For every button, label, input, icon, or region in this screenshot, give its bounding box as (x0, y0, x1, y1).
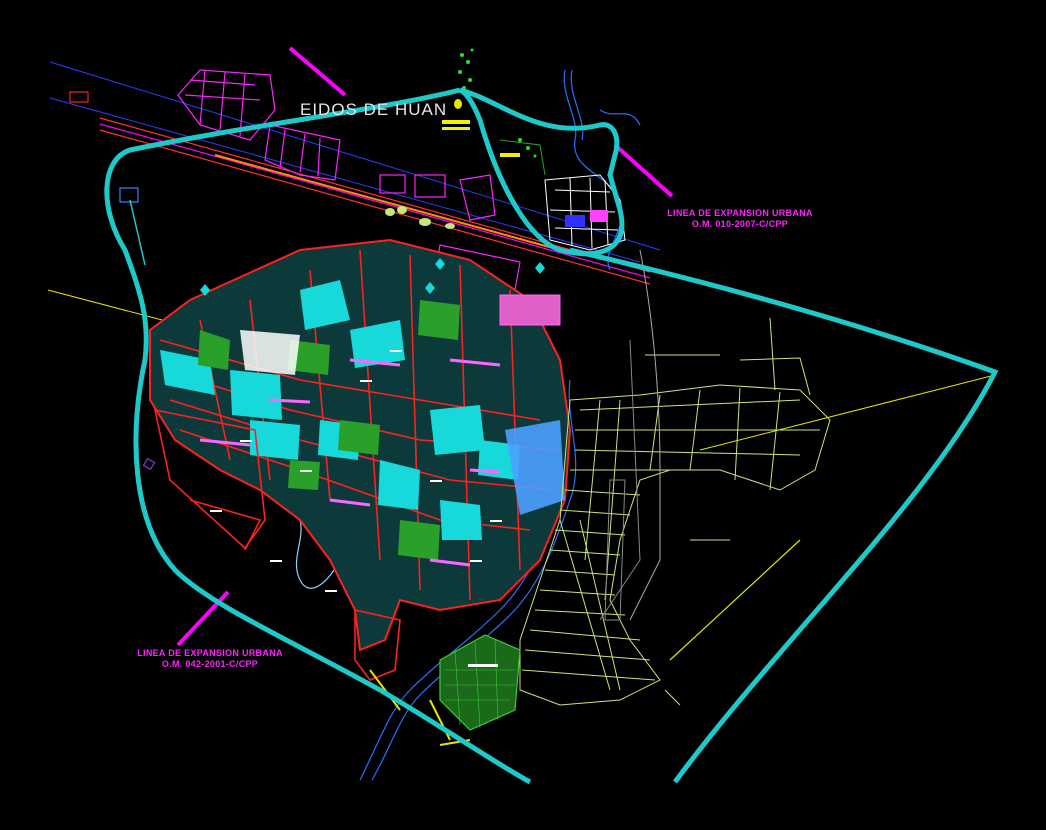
reference-lines (47, 61, 996, 661)
place-name-label: EIDOS DE HUAN (300, 100, 448, 119)
urban-area-west (149, 238, 572, 681)
expansion-label-south: LINEA DE EXPANSION URBANA O.M. 042-2001-… (125, 648, 295, 670)
rail-corridor (99, 46, 674, 647)
expansion-label-south-title: LINEA DE EXPANSION URBANA (137, 648, 283, 658)
expansion-label-north: LINEA DE EXPANSION URBANA O.M. 010-2007-… (655, 208, 825, 230)
expansion-label-north-ordinance: O.M. 010-2007-C/CPP (691, 219, 789, 229)
urban-expansion-boundary (104, 87, 999, 785)
boundary-marker (142, 457, 156, 471)
northern-village (499, 139, 626, 251)
expansion-label-south-ordinance: O.M. 042-2001-C/CPP (161, 659, 259, 669)
green-field (439, 634, 521, 731)
expansion-label-north-title: LINEA DE EXPANSION URBANA (667, 208, 813, 218)
cyan-markers (200, 258, 545, 296)
vegetation-dots (458, 48, 537, 158)
urban-area-east (519, 249, 831, 706)
